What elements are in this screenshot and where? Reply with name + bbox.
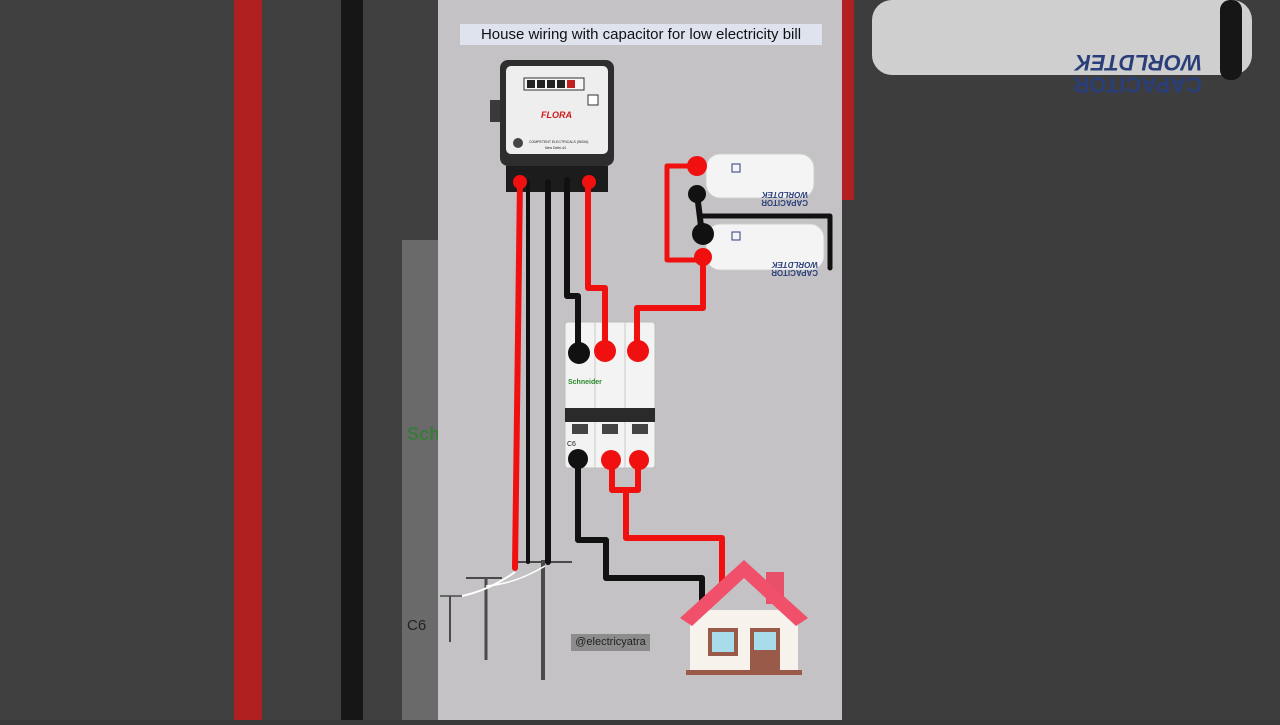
wire-breaker-capacitor	[634, 253, 706, 353]
utility-poles	[440, 560, 572, 680]
capacitor-1-brand: WORLDTEK	[761, 190, 808, 199]
background-left-brand: Sch	[407, 424, 438, 444]
meter-display-digits	[527, 80, 575, 88]
diagram-title: House wiring with capacitor for low elec…	[460, 24, 822, 45]
capacitor-2-brand: WORLDTEK	[771, 260, 818, 269]
wire-breaker-phase-house-2	[623, 487, 725, 587]
breaker-rating: C6	[567, 441, 576, 448]
background-right-art: WORLDTEK CAPACITOR	[842, 0, 1252, 200]
background-left-art: Sch C6	[234, 0, 440, 720]
wire-meter-neutral-out	[564, 177, 581, 355]
capacitor-2-type: CAPACITOR	[771, 268, 818, 277]
capacitor-2: WORLDTEK CAPACITOR	[705, 223, 825, 277]
capacitor-1: WORLDTEK CAPACITOR	[705, 153, 815, 207]
wire-pole-phase	[512, 177, 523, 571]
meter-city: New Delhi-44	[545, 146, 566, 150]
energy-meter: FLORA COMPETENT ELECTRICALS (INDIA) New …	[490, 60, 614, 192]
meter-brand: FLORA	[541, 110, 572, 120]
background-left-rating: C6	[407, 617, 426, 634]
terminal-dots	[513, 156, 714, 470]
wire-breaker-neutral-house	[575, 457, 705, 609]
background-right-type: CAPACITOR	[1073, 72, 1202, 97]
meter-manufacturer: COMPETENT ELECTRICALS (INDIA)	[529, 140, 588, 144]
wire-meter-phase-out	[585, 177, 608, 353]
background-right-panel: WORLDTEK CAPACITOR	[842, 0, 1280, 720]
watermark: @electricyatra	[571, 634, 650, 651]
wire-capacitor-loop	[664, 163, 706, 263]
wire-capacitor-return	[699, 213, 833, 271]
background-right-brand: WORLDTEK	[1073, 50, 1202, 75]
capacitor-1-type: CAPACITOR	[761, 198, 808, 207]
background-left-panel: Sch C6	[0, 0, 440, 720]
breaker-brand: Schneider	[568, 379, 602, 386]
house-icon	[680, 560, 808, 675]
